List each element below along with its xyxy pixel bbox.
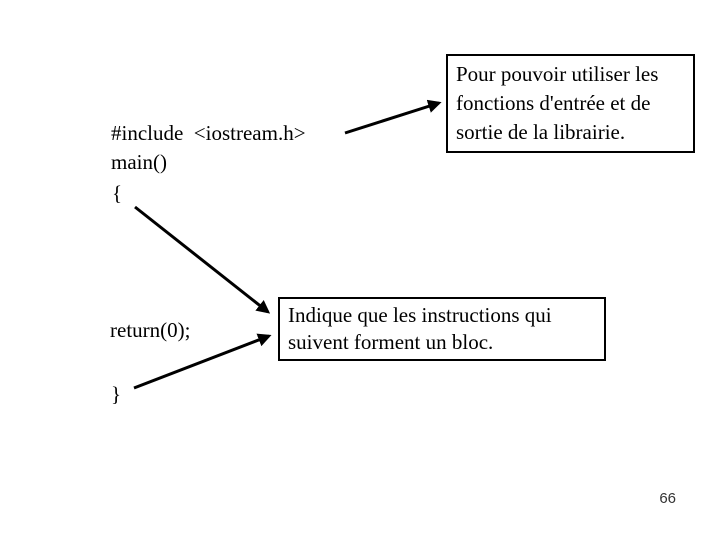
- callout-block-line: suivent forment un bloc.: [288, 330, 494, 354]
- page-number: 66: [659, 490, 676, 507]
- code-line-open-brace: {: [112, 181, 123, 205]
- arrow-close-brace-to-callout: [133, 333, 272, 390]
- callout-block-line: Indique que les instructions qui: [288, 303, 552, 327]
- callout-include-box: Pour pouvoir utiliser les fonctions d'en…: [446, 54, 695, 153]
- code-line-main: main(): [111, 150, 167, 174]
- code-line-include: #include <iostream.h>: [111, 121, 306, 145]
- code-line-close-brace: }: [111, 382, 122, 406]
- callout-include-line: sortie de la librairie.: [456, 120, 626, 144]
- code-line-return: return(0);: [110, 318, 191, 342]
- arrow-open-brace-to-callout: [134, 205, 271, 314]
- callout-include-line: Pour pouvoir utiliser les: [456, 62, 659, 86]
- arrow-include-to-callout: [344, 99, 442, 135]
- callout-block-box: Indique que les instructions qui suivent…: [278, 297, 606, 361]
- callout-include-line: fonctions d'entrée et de: [456, 91, 651, 115]
